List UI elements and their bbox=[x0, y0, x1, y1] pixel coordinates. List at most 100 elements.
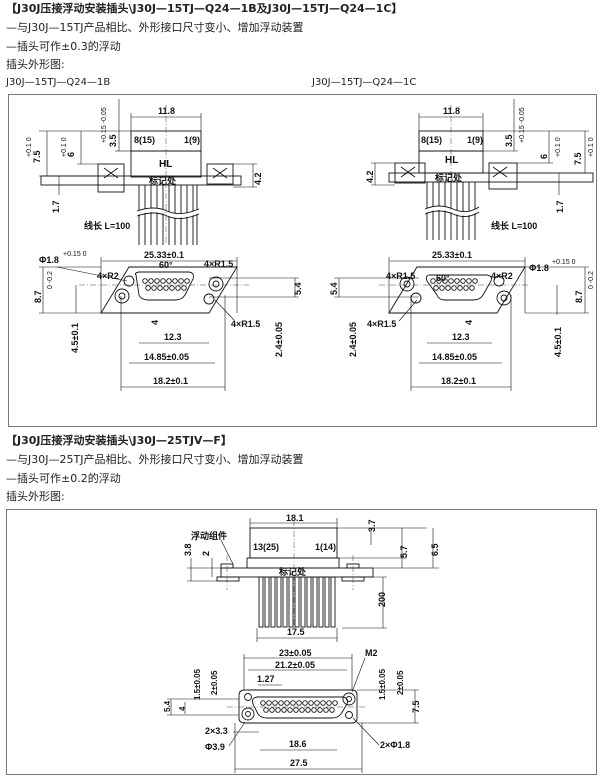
cable-fin bbox=[312, 576, 318, 628]
section1-note2: —插头可作±0.3的浮动 bbox=[6, 40, 121, 53]
dim-width-23: 23±0.05 bbox=[279, 648, 311, 658]
dim-angle-1c: 60° bbox=[436, 273, 450, 283]
wire-length: 线长 L=100 bbox=[84, 220, 130, 231]
dim-height-4-5: 4.5±0.1 bbox=[70, 323, 80, 353]
contact-pin bbox=[290, 700, 296, 706]
contact-pin bbox=[442, 278, 448, 284]
contact-pin bbox=[314, 700, 320, 706]
dim-dia-2x1-8: 2×Φ1.8 bbox=[380, 740, 410, 750]
dim-height-5-7: 5.7 bbox=[399, 545, 409, 558]
contact-pin bbox=[332, 700, 338, 706]
dim-width-18-1: 18.1 bbox=[286, 513, 304, 523]
contact-pin bbox=[148, 278, 154, 284]
pin-label-left: 8(15) bbox=[134, 135, 155, 145]
section1-note1: —与J30J—15TJ产品相比、外形接口尺寸变小、增加浮动装置 bbox=[6, 21, 304, 34]
dim-height-8-7-1c: 8.7 bbox=[574, 290, 584, 303]
drawing-frame-1: 11.8 7.5 +0.1 0 6 +0.1 0 3.5 +0.15 -0.05… bbox=[8, 94, 597, 427]
contact-pin bbox=[305, 707, 311, 713]
section1-title: 【J30J压接浮动安装插头\J30J—15TJ—Q24—1B及J30J—15TJ… bbox=[6, 2, 403, 15]
contact-pin bbox=[284, 700, 290, 706]
mark-location-25: 标记处 bbox=[278, 566, 307, 577]
cable-fin bbox=[324, 576, 330, 628]
contact-pin bbox=[160, 278, 166, 284]
dim-height-8-7-tol-1c: 0 -0.2 bbox=[588, 271, 595, 289]
front-view-1b: 25.33±0.1 Φ1.8 +0.15 0 4×R2 4×R1.5 60° 8… bbox=[33, 250, 303, 391]
contact-pin bbox=[469, 285, 475, 291]
contact-pins-25 bbox=[260, 700, 338, 713]
side-view-1c: 11.8 8(15) 1(9) HL 标记处 3.5 +0.15 -0.05 6… bbox=[365, 99, 595, 240]
contact-pin bbox=[323, 707, 329, 713]
contact-pin bbox=[266, 700, 272, 706]
dim-m2: M2 bbox=[365, 648, 378, 658]
dim-overall-width: 25.33±0.1 bbox=[144, 250, 184, 260]
cable-fin bbox=[258, 576, 264, 628]
float-assembly-label: 浮动组件 bbox=[191, 530, 227, 541]
dim-r1-5-bottom-1c: 4×R1.5 bbox=[367, 319, 396, 329]
contact-pin bbox=[157, 285, 163, 291]
contact-pin bbox=[175, 285, 181, 291]
contact-pin bbox=[436, 278, 442, 284]
dim-height-3-5-tol: +0.15 -0.05 bbox=[101, 107, 108, 143]
contact-pin bbox=[466, 278, 472, 284]
contact-pin bbox=[463, 285, 469, 291]
dim-length-200: 200 bbox=[377, 592, 387, 607]
dim-height-6-1c: 6 bbox=[539, 154, 549, 159]
dim-height-7-5-tol-1c: +0.1 0 bbox=[588, 137, 595, 157]
section2-note2: —插头可作±0.2的浮动 bbox=[6, 472, 121, 485]
dim-dia-3-9: Φ3.9 bbox=[205, 742, 225, 752]
dim-width-18-2: 18.2±0.1 bbox=[153, 376, 188, 386]
dim-hole-dia-1c: Φ1.8 bbox=[529, 263, 549, 273]
dim-height-2: 2 bbox=[201, 551, 211, 556]
contact-pin bbox=[430, 278, 436, 284]
model-label-1b: J30J—15TJ—Q24—1B bbox=[6, 77, 111, 88]
dim-height-2-4-1c: 2.4±0.05 bbox=[348, 322, 358, 357]
dim-height-3-8: 3.8 bbox=[183, 543, 193, 556]
contact-pin bbox=[308, 700, 314, 706]
contact-pin bbox=[181, 285, 187, 291]
dim-height-3-5-1c: 3.5 bbox=[504, 134, 514, 147]
dim-height-4-25: 4 bbox=[178, 706, 187, 711]
dim-height-6-tol: +0.1 0 bbox=[61, 137, 68, 157]
pin-label-13-25: 13(25) bbox=[253, 542, 279, 552]
contact-pin bbox=[439, 285, 445, 291]
dim-width-12-3-1c: 12.3 bbox=[452, 332, 470, 342]
contact-pin bbox=[317, 707, 323, 713]
section2-title: 【J30J压接浮动安装插头\J30J—25TJV—F】 bbox=[6, 434, 232, 447]
contact-pin bbox=[184, 278, 190, 284]
cable-fin bbox=[318, 576, 324, 628]
contact-pin bbox=[272, 700, 278, 706]
contact-pin bbox=[275, 707, 281, 713]
dim-height-1-7-1c: 1.7 bbox=[555, 200, 565, 213]
dim-angle: 60° bbox=[159, 260, 173, 270]
cable-fin bbox=[294, 576, 300, 628]
pin-label-left-1c: 8(15) bbox=[421, 135, 442, 145]
contact-pin bbox=[472, 278, 478, 284]
dim-height-3-7: 3.7 bbox=[367, 519, 377, 532]
pin-label-1-14: 1(14) bbox=[315, 542, 336, 552]
drawing-frame-2: 18.1 浮动组件 13(25) 1(14) 标记处 3.7 5.7 6.5 3… bbox=[6, 509, 597, 775]
dim-height-2-right: 2±0.05 bbox=[396, 670, 405, 695]
cable-fin bbox=[282, 576, 288, 628]
cable-fin bbox=[270, 576, 276, 628]
dim-height-5-4-25: 5.4 bbox=[163, 700, 172, 712]
contact-pin bbox=[169, 285, 175, 291]
dim-height-8-7: 8.7 bbox=[33, 290, 43, 303]
contact-pins-1b bbox=[142, 278, 190, 291]
contact-pin bbox=[326, 700, 332, 706]
dim-r1-5-top: 4×R1.5 bbox=[204, 259, 233, 269]
dim-4: 4 bbox=[150, 320, 160, 325]
contact-pin bbox=[329, 707, 335, 713]
contact-pin bbox=[269, 707, 275, 713]
contact-pin bbox=[433, 285, 439, 291]
contact-pin bbox=[454, 278, 460, 284]
dim-width-top-1c: 11.8 bbox=[443, 106, 460, 116]
dim-r2-1c: 4×R2 bbox=[491, 271, 513, 281]
contact-pin bbox=[263, 707, 269, 713]
marking-hl-1c: HL bbox=[445, 155, 458, 166]
contact-pin bbox=[448, 278, 454, 284]
drawing-1b-1c: 11.8 7.5 +0.1 0 6 +0.1 0 3.5 +0.15 -0.05… bbox=[26, 99, 595, 391]
dim-overall-width-1c: 25.33±0.1 bbox=[432, 250, 472, 260]
dim-height-4-5-1c: 4.5±0.1 bbox=[553, 327, 563, 357]
dim-height-8-7-tol: 0 -0.2 bbox=[47, 271, 54, 289]
drawing-25tjv-f: 18.1 浮动组件 13(25) 1(14) 标记处 3.7 5.7 6.5 3… bbox=[163, 513, 440, 773]
